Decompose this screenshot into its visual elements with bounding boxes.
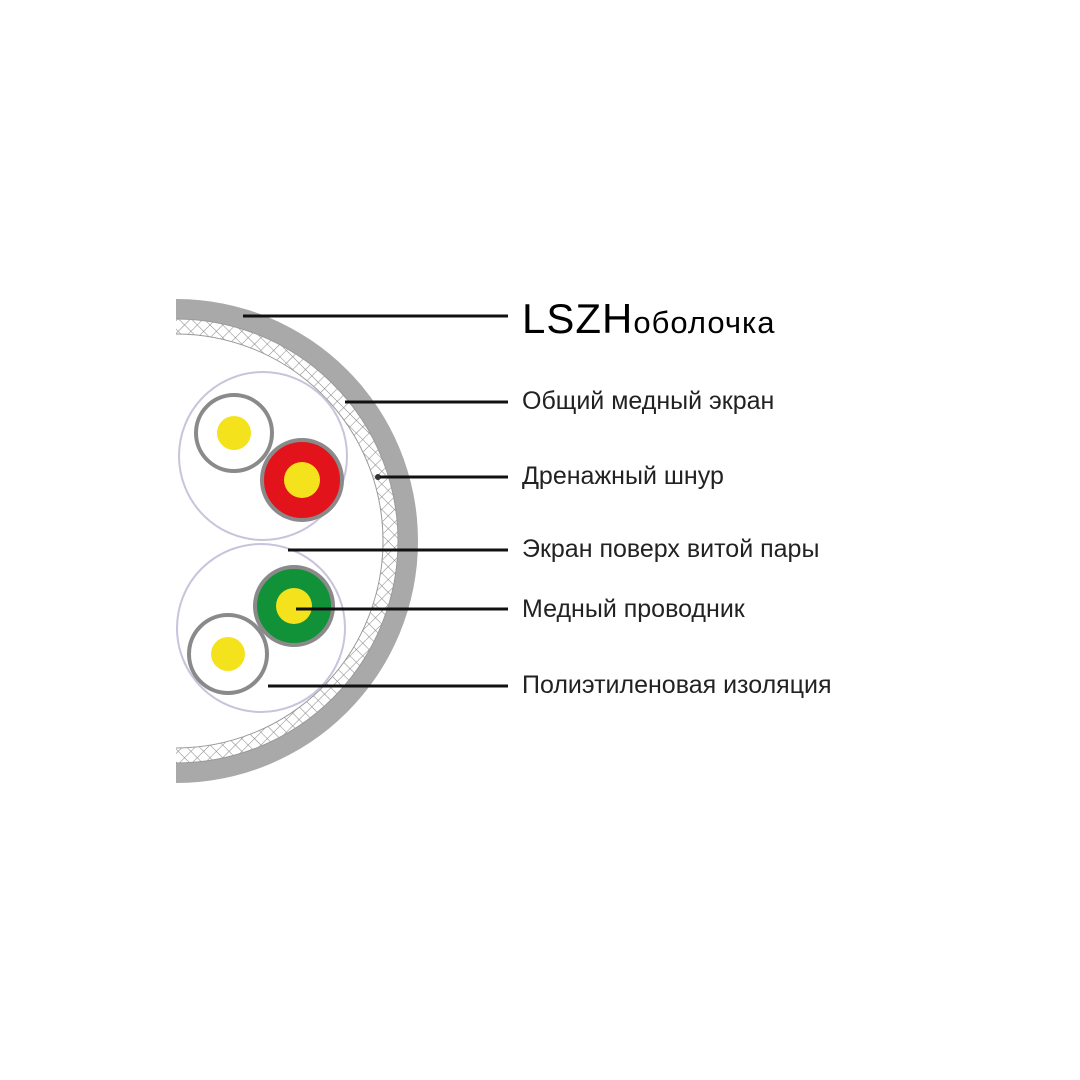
copper-conductor-red bbox=[284, 462, 320, 498]
label-lszh-jacket: LSZHоболочка bbox=[522, 298, 776, 340]
copper-conductor-white-top bbox=[217, 416, 251, 450]
copper-conductor-green bbox=[276, 588, 312, 624]
label-drain-wire: Дренажный шнур bbox=[522, 462, 724, 490]
label-copper-conductor: Медный проводник bbox=[522, 595, 745, 623]
label-insulation: Полиэтиленовая изоляция bbox=[522, 671, 832, 699]
label-overall-screen: Общий медный экран bbox=[522, 387, 775, 415]
copper-conductor-white-bottom bbox=[211, 637, 245, 671]
label-lszh-rest: оболочка bbox=[633, 305, 776, 340]
label-pair-screen: Экран поверх витой пары bbox=[522, 535, 820, 563]
drain-wire-dot bbox=[375, 474, 381, 480]
label-lszh-main: LSZH bbox=[522, 295, 634, 342]
